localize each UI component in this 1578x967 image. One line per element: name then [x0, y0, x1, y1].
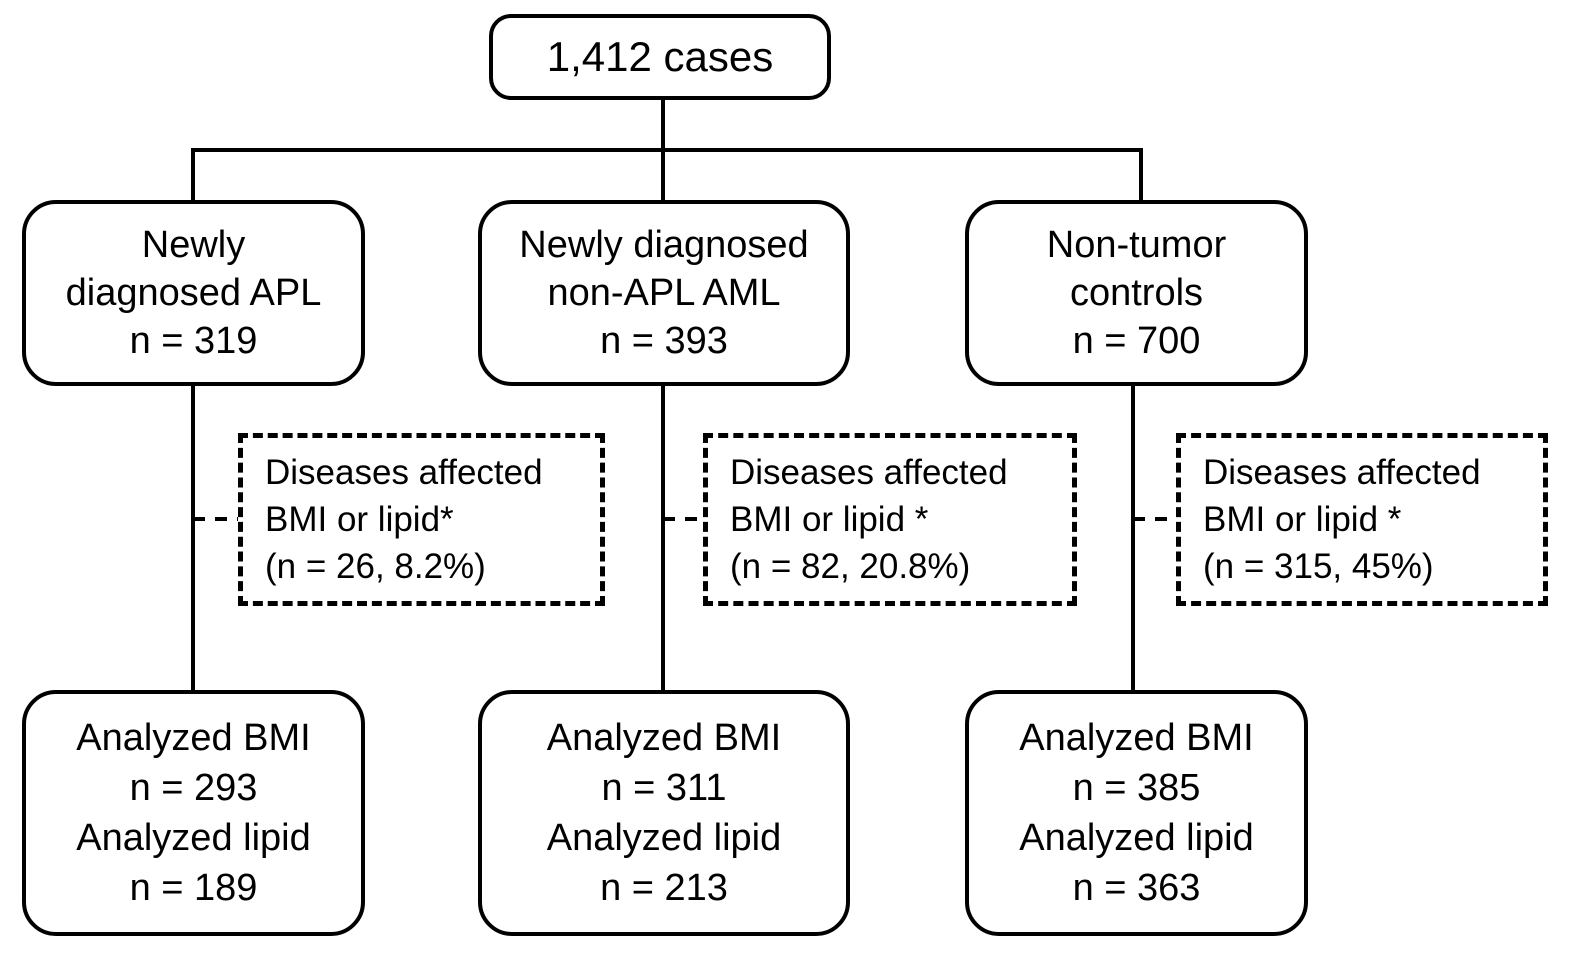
node-analyzed-non-tumor-controls-line-1: Analyzed BMI [1019, 717, 1254, 759]
node-group-non-apl-aml-line-2: non-APL AML [547, 272, 781, 314]
node-group-non-tumor-controls-line-1: Non-tumor [1046, 224, 1227, 266]
node-excluded-non-apl-aml-line-3: (n = 82, 20.8%) [730, 547, 971, 586]
node-excluded-apl-line-2: BMI or lipid* [265, 500, 454, 539]
node-excluded-non-tumor-controls-line-3: (n = 315, 45%) [1203, 547, 1434, 586]
node-group-non-apl-aml: Newly diagnosed non-APL AML n = 393 [478, 200, 850, 386]
node-analyzed-non-tumor-controls-line-4: n = 363 [1072, 867, 1201, 909]
node-analyzed-non-apl-aml-line-1: Analyzed BMI [546, 717, 782, 759]
node-analyzed-apl-line-1: Analyzed BMI [76, 717, 311, 759]
node-group-apl-line-2: diagnosed APL [65, 272, 322, 314]
node-group-non-apl-aml-line-1: Newly diagnosed [519, 224, 809, 266]
node-excluded-non-tumor-controls-line-2: BMI or lipid * [1203, 500, 1402, 539]
node-group-non-tumor-controls: Non-tumor controls n = 700 [965, 200, 1308, 386]
node-analyzed-apl: Analyzed BMI n = 293 Analyzed lipid n = … [22, 690, 365, 936]
node-excluded-non-apl-aml-line-2: BMI or lipid * [730, 500, 929, 539]
node-total-cases: 1,412 cases [489, 14, 831, 100]
node-excluded-apl-line-3: (n = 26, 8.2%) [265, 547, 486, 586]
node-excluded-apl: Diseases affected BMI or lipid* (n = 26,… [238, 433, 605, 606]
node-analyzed-apl-line-2: n = 293 [129, 767, 258, 809]
node-group-apl: Newly diagnosed APL n = 319 [22, 200, 365, 386]
node-excluded-non-apl-aml: Diseases affected BMI or lipid * (n = 82… [703, 433, 1077, 606]
node-group-non-tumor-controls-line-3: n = 700 [1072, 320, 1201, 362]
node-group-non-apl-aml-line-3: n = 393 [600, 320, 728, 362]
node-total-cases-line-1: 1,412 cases [546, 33, 774, 80]
node-analyzed-non-apl-aml: Analyzed BMI n = 311 Analyzed lipid n = … [478, 690, 850, 936]
node-analyzed-non-apl-aml-line-4: n = 213 [600, 867, 728, 909]
node-excluded-non-tumor-controls-line-1: Diseases affected [1203, 453, 1481, 492]
node-analyzed-non-tumor-controls: Analyzed BMI n = 385 Analyzed lipid n = … [965, 690, 1308, 936]
node-group-apl-line-3: n = 319 [129, 320, 258, 362]
node-excluded-non-tumor-controls: Diseases affected BMI or lipid * (n = 31… [1176, 433, 1548, 606]
node-excluded-non-apl-aml-line-1: Diseases affected [730, 453, 1008, 492]
node-analyzed-non-tumor-controls-line-2: n = 385 [1072, 767, 1201, 809]
node-group-non-tumor-controls-line-2: controls [1069, 272, 1204, 314]
node-analyzed-non-apl-aml-line-2: n = 311 [601, 767, 727, 809]
node-analyzed-non-tumor-controls-line-3: Analyzed lipid [1019, 817, 1254, 859]
node-analyzed-apl-line-4: n = 189 [129, 867, 258, 909]
node-analyzed-apl-line-3: Analyzed lipid [76, 817, 311, 859]
node-group-apl-line-1: Newly [141, 224, 246, 266]
node-excluded-apl-line-1: Diseases affected [265, 453, 543, 492]
node-analyzed-non-apl-aml-line-3: Analyzed lipid [546, 817, 782, 859]
